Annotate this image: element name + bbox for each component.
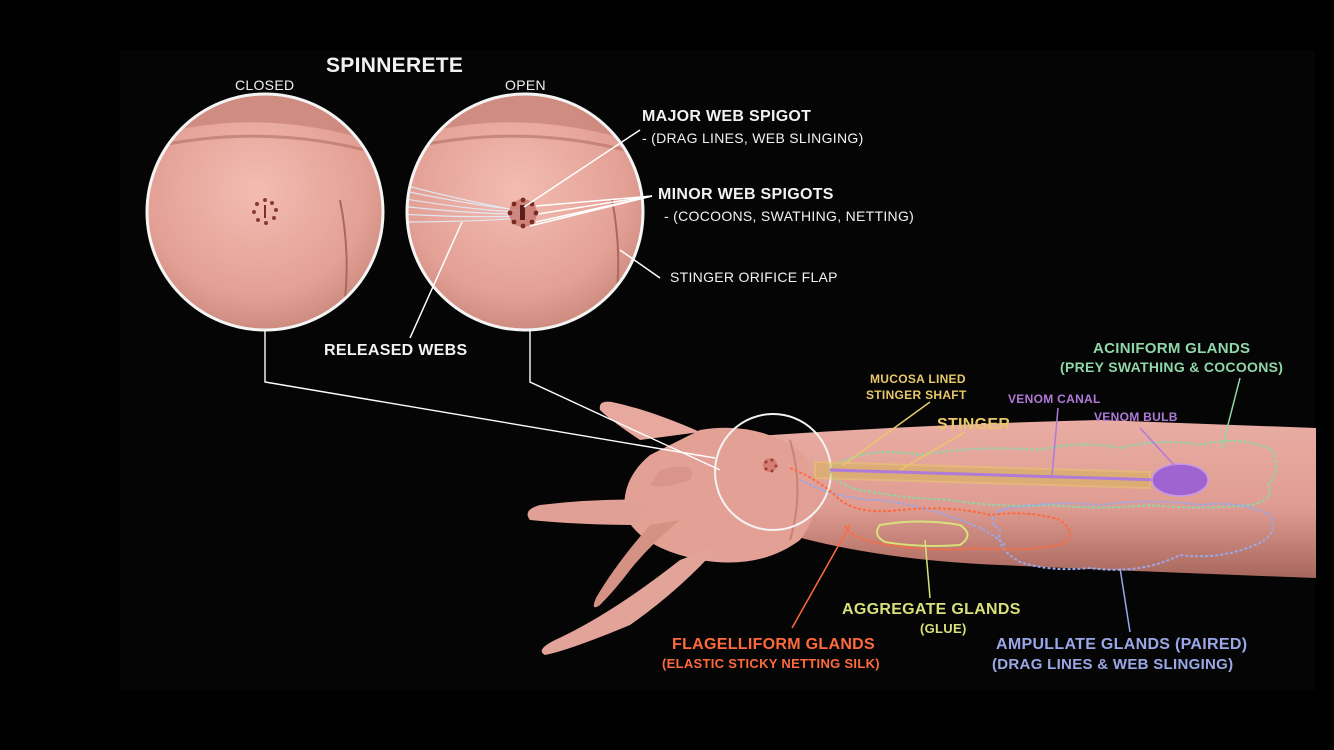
aciniform-gland-outline <box>828 440 1278 509</box>
major-spigot-title: MAJOR WEB SPIGOT <box>642 108 812 125</box>
spinnerete-open-view <box>405 92 645 332</box>
aggregate-gland-outline <box>875 520 969 547</box>
aciniform-title: ACINIFORM GLANDS <box>1093 340 1251 357</box>
spinnerete-callout-lines <box>409 129 661 339</box>
wrist-pore-cluster <box>763 458 778 473</box>
ampullate-gland-outline <box>991 500 1274 571</box>
closed-pore-cluster <box>252 198 278 225</box>
venom-bulb <box>1151 463 1209 497</box>
released-web-strands <box>407 183 521 223</box>
aggregate-title: AGGREGATE GLANDS <box>842 601 1021 618</box>
flagelliform-title: FLAGELLIFORM GLANDS <box>672 636 876 653</box>
spinnerete-title: SPINNERETE <box>326 54 464 77</box>
closed-label: CLOSED <box>235 77 295 93</box>
stinger-label: STINGER <box>937 416 1011 433</box>
stinger-flap-label: STINGER ORIFICE FLAP <box>670 269 838 285</box>
connector-lines <box>264 330 721 471</box>
venom-canal <box>829 468 1161 482</box>
venom-canal-label: VENOM CANAL <box>1008 392 1101 406</box>
minor-spigots-title: MINOR WEB SPIGOTS <box>658 186 834 203</box>
released-webs-label: RELEASED WEBS <box>324 342 468 359</box>
minor-spigots-desc: - (COCOONS, SWATHING, NETTING) <box>664 208 915 224</box>
aciniform-desc: (PREY SWATHING & COCOONS) <box>1060 359 1284 375</box>
flagelliform-gland-outline <box>789 467 1071 551</box>
spinnerete-closed-view <box>145 92 385 332</box>
mucosa-label-line2: STINGER SHAFT <box>866 388 967 402</box>
open-pore-cluster <box>507 197 539 229</box>
major-spigot-desc: - (DRAG LINES, WEB SLINGING) <box>642 130 864 146</box>
gland-callout-lines <box>791 377 1241 633</box>
open-label: OPEN <box>505 77 546 93</box>
venom-bulb-label: VENOM BULB <box>1094 410 1178 424</box>
ampullate-desc: (DRAG LINES & WEB SLINGING) <box>992 656 1234 673</box>
aggregate-desc: (GLUE) <box>920 621 967 636</box>
mucosa-label-line1: MUCOSA LINED <box>870 372 966 386</box>
ampullate-title: AMPULLATE GLANDS (PAIRED) <box>996 636 1248 653</box>
flagelliform-desc: (ELASTIC STICKY NETTING SILK) <box>662 656 880 671</box>
